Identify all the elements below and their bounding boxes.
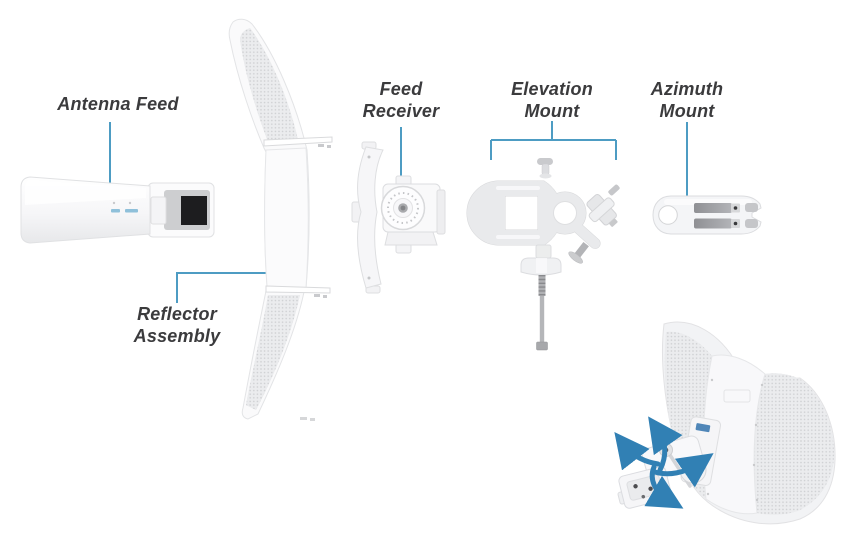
label-feed-receiver-line2: Receiver	[362, 101, 440, 121]
assembled-antenna	[614, 321, 836, 525]
feed-receiver-dial	[380, 185, 426, 231]
elevation-thumb-bolt	[586, 193, 618, 227]
elevation-screw	[536, 275, 548, 351]
azimuth-mount-part	[652, 195, 762, 235]
label-elevation-mount: Elevation Mount	[482, 78, 622, 122]
azimuth-channel	[694, 218, 732, 229]
adjustment-arrows	[614, 416, 714, 509]
label-azimuth-line1: Azimuth	[650, 79, 724, 99]
reflector-top-flange	[263, 136, 333, 147]
elevation-mount-part	[466, 158, 620, 351]
feed-receiver-part	[351, 141, 446, 294]
label-azimuth-mount: Azimuth Mount	[617, 78, 757, 122]
label-antenna-feed-text: Antenna Feed	[57, 94, 179, 114]
label-reflector-assembly: Reflector Assembly	[97, 303, 257, 347]
status-led	[111, 209, 120, 213]
label-antenna-feed: Antenna Feed	[38, 93, 198, 115]
dish-mesh-right	[754, 373, 835, 515]
azimuth-pole-hole	[658, 205, 678, 225]
status-led	[125, 209, 138, 213]
elevation-mount-bracket-line	[490, 121, 617, 160]
arrow-right	[652, 453, 714, 488]
arrow-down	[644, 464, 684, 509]
label-elevation-line1: Elevation	[511, 79, 593, 99]
label-elevation-line2: Mount	[524, 101, 580, 121]
reflector-bottom-flange	[265, 285, 331, 294]
reflector-mesh-bottom	[246, 295, 300, 410]
ethernet-port	[181, 196, 207, 225]
elevation-knob	[520, 244, 562, 276]
reflector-mesh-top	[240, 28, 298, 142]
azimuth-channel	[694, 203, 732, 213]
reflector-assembly-part	[228, 18, 333, 421]
label-azimuth-line2: Mount	[659, 101, 715, 121]
arrow-up	[648, 416, 683, 473]
label-feed-receiver: Feed Receiver	[331, 78, 471, 122]
elevation-bolt-cap	[608, 184, 620, 196]
elevation-fork-hole	[553, 201, 577, 225]
label-reflector-line2: Assembly	[133, 326, 221, 346]
brand-sticker	[695, 423, 711, 433]
elevation-cap-pin	[537, 158, 553, 179]
feed-receiver-bracket	[357, 146, 384, 289]
antenna-feed-part	[20, 176, 215, 244]
arrow-left	[614, 432, 661, 471]
reflector-assembly-leader-line	[176, 272, 268, 303]
label-feed-receiver-line1: Feed	[379, 79, 423, 99]
elevation-small-bolt	[568, 241, 589, 264]
label-reflector-line1: Reflector	[137, 304, 217, 324]
